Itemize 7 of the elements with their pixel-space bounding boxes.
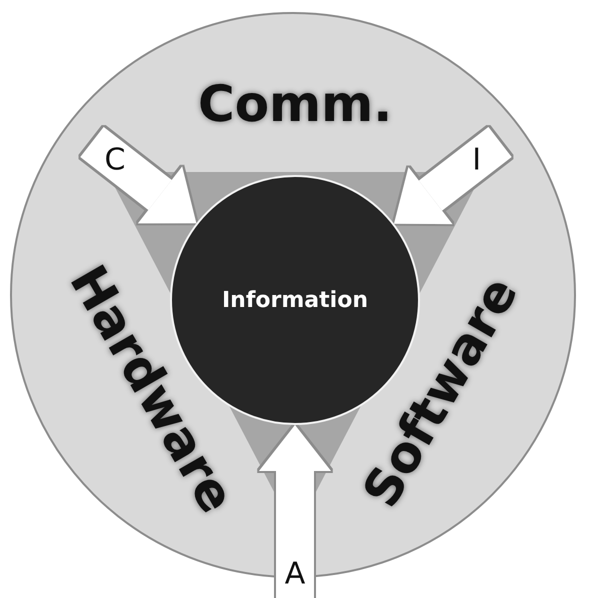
- node-label: Information: [222, 288, 368, 312]
- block-arrow: [80, 127, 196, 224]
- edge-label: C: [104, 142, 126, 178]
- edge-label: A: [284, 556, 306, 592]
- ring-label: Comm.: [198, 79, 392, 129]
- block-arrow: [394, 126, 512, 224]
- edge-label: I: [472, 142, 482, 178]
